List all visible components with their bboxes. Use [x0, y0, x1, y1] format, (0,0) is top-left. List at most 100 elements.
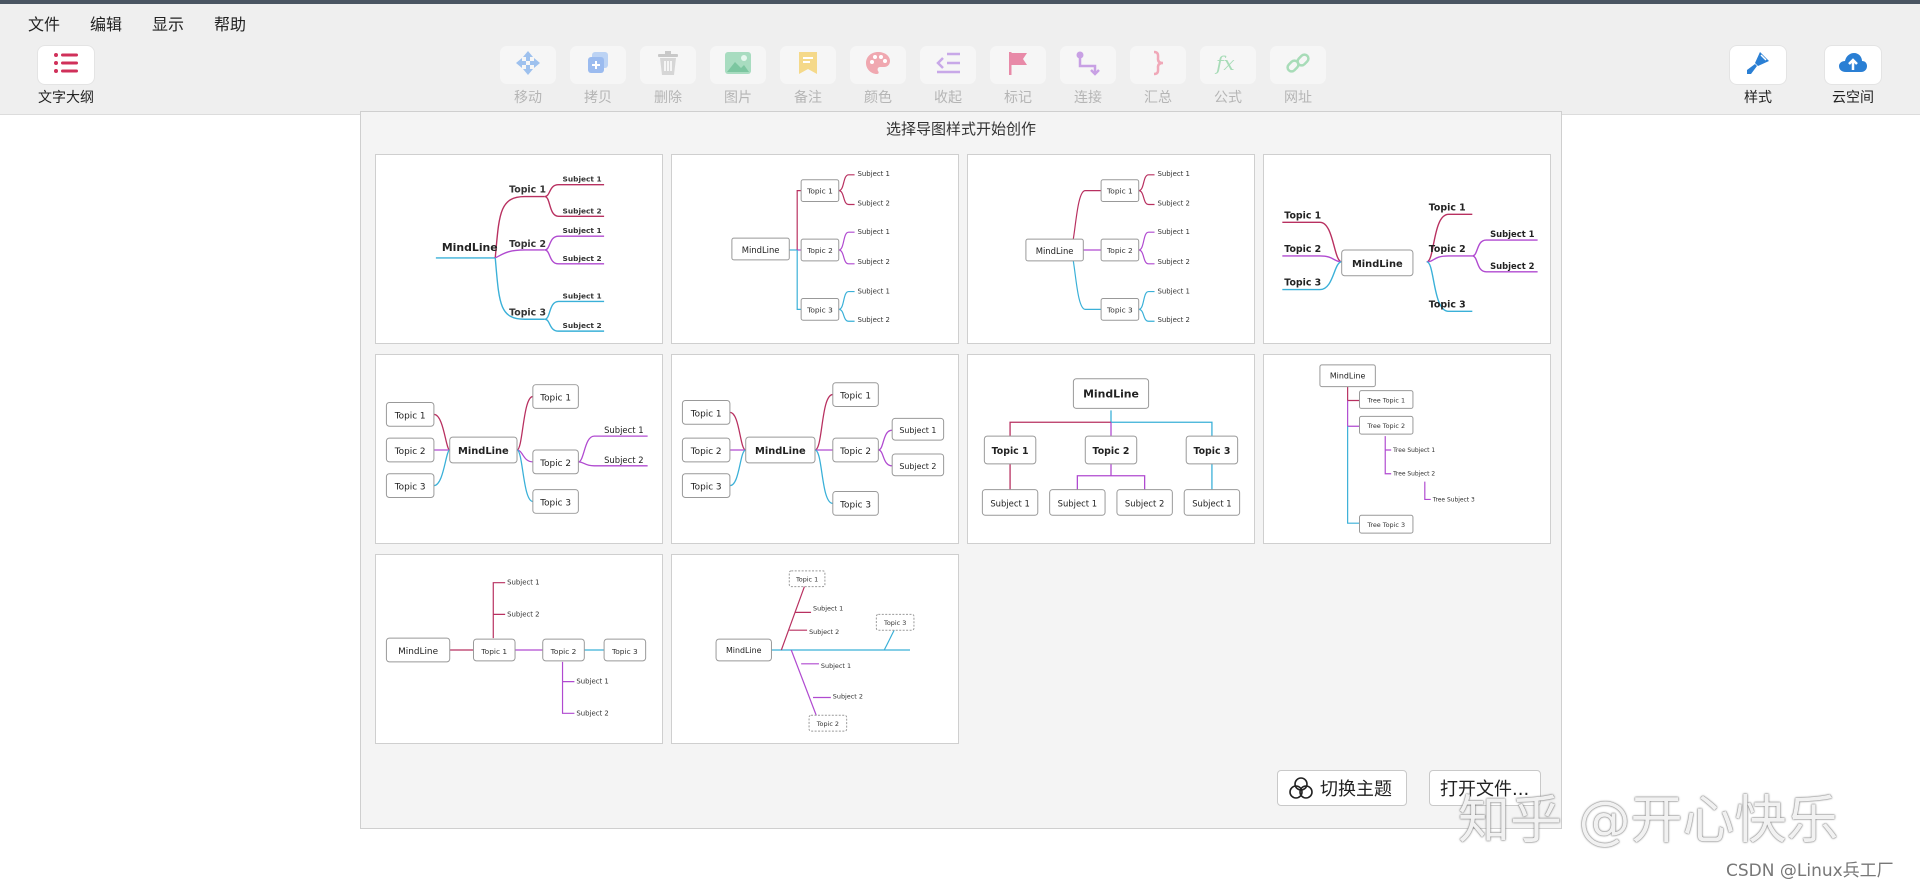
- copy-button[interactable]: 拷贝: [568, 46, 628, 107]
- topic-node: Topic 1: [539, 394, 571, 404]
- subject-node: Subject 2: [858, 258, 890, 266]
- move-button[interactable]: 移动: [498, 46, 558, 107]
- topic-node: Topic 1: [480, 647, 507, 656]
- template-card-2[interactable]: MindLine Topic 1 Topic 2 Topic 3 Subject…: [671, 154, 959, 344]
- subject-node: Subject 2: [563, 254, 602, 263]
- outline-button[interactable]: 文字大纲: [36, 46, 96, 107]
- theme-circles-icon: [1288, 776, 1314, 800]
- template-card-10[interactable]: MindLine Topic 1 Topic 3 Topic 2 Subject…: [671, 554, 959, 744]
- topic-node: Topic 2: [816, 720, 839, 728]
- link-label: 连接: [1074, 90, 1102, 106]
- link-button[interactable]: 连接: [1058, 46, 1118, 107]
- topic-node: Topic 3: [1106, 305, 1133, 314]
- trash-icon: [656, 50, 680, 80]
- switch-theme-label: 切换主题: [1320, 779, 1392, 800]
- style-label: 样式: [1744, 90, 1772, 106]
- paint-brush-icon: [1745, 50, 1771, 80]
- copy-label: 拷贝: [584, 90, 612, 106]
- subject-node: Subject 1: [604, 425, 643, 435]
- delete-button[interactable]: 删除: [638, 46, 698, 107]
- list-icon: [53, 52, 79, 78]
- flag-button[interactable]: 标记: [988, 46, 1048, 107]
- delete-label: 删除: [654, 90, 682, 106]
- collapse-label: 收起: [934, 90, 962, 106]
- menu-bar: 文件 编辑 显示 帮助: [0, 4, 1920, 40]
- image-label: 图片: [724, 90, 752, 106]
- cloud-button[interactable]: 云空间: [1823, 46, 1883, 107]
- copy-icon: [585, 50, 611, 80]
- open-file-label: 打开文件...: [1440, 779, 1530, 800]
- subject-node: Subject 1: [813, 604, 843, 612]
- topic-node: Topic 2: [806, 246, 833, 255]
- credit-watermark: CSDN @Linux兵工厂: [1726, 861, 1894, 881]
- outline-label: 文字大纲: [38, 90, 94, 106]
- style-button[interactable]: 样式: [1728, 46, 1788, 107]
- topic-node: Topic 2: [1093, 446, 1130, 457]
- subject-node: Subject 2: [833, 692, 863, 700]
- dialog-title: 选择导图样式开始创作: [885, 120, 1036, 138]
- topic-node: Topic 2: [1284, 244, 1321, 255]
- topic-node: Topic 1: [1429, 202, 1466, 213]
- topic-node: Topic 3: [394, 483, 426, 493]
- brace-icon: [1149, 50, 1167, 80]
- palette-icon: [865, 51, 891, 79]
- open-file-button[interactable]: 打开文件...: [1429, 770, 1541, 806]
- subject-node: Subject 2: [563, 206, 602, 215]
- summary-button[interactable]: 汇总: [1128, 46, 1188, 107]
- subject-node: Subject 1: [1058, 498, 1097, 508]
- topic-node: Topic 1: [1106, 187, 1133, 196]
- template-dialog: 选择导图样式开始创作 MindLine Topic 1 Topic 2 Topi…: [360, 111, 1562, 829]
- menu-help[interactable]: 帮助: [214, 15, 247, 34]
- image-button[interactable]: 图片: [708, 46, 768, 107]
- center-node: MindLine: [755, 446, 806, 457]
- subject-node: Subject 2: [1158, 258, 1190, 266]
- flag-icon: [1006, 50, 1030, 80]
- template-card-3[interactable]: MindLine Topic 1 Topic 2 Topic 3 Subject…: [967, 154, 1255, 344]
- center-node: MindLine: [726, 646, 762, 655]
- summary-label: 汇总: [1144, 90, 1172, 106]
- topic-node: Topic 3: [1429, 299, 1466, 310]
- window-top-edge: [0, 0, 1920, 4]
- image-icon: [724, 51, 752, 79]
- subject-node: Subject 2: [1125, 498, 1164, 508]
- switch-theme-button[interactable]: 切换主题: [1277, 770, 1407, 806]
- note-button[interactable]: 备注: [778, 46, 838, 107]
- template-card-1[interactable]: MindLine Topic 1 Topic 2 Topic 3 Subject…: [375, 154, 663, 344]
- menu-view[interactable]: 显示: [152, 15, 185, 34]
- tree-topic-node: Tree Topic 1: [1366, 396, 1405, 404]
- color-button[interactable]: 颜色: [848, 46, 908, 107]
- template-card-7[interactable]: MindLine Topic 1 Topic 2 Topic 3 Subject…: [967, 354, 1255, 544]
- subject-node: Subject 2: [858, 199, 890, 207]
- topic-node: Topic 3: [806, 305, 833, 314]
- subject-node: Subject 1: [990, 498, 1029, 508]
- url-button[interactable]: 网址: [1268, 46, 1328, 107]
- template-card-6[interactable]: MindLine Topic 1 Topic 2 Topic 3 Topic 1…: [671, 354, 959, 544]
- template-card-5[interactable]: MindLine Topic 1 Topic 2 Topic 3 Topic 1…: [375, 354, 663, 544]
- subject-node: Subject 2: [899, 462, 936, 471]
- subject-node: Subject 2: [1158, 199, 1190, 207]
- move-label: 移动: [514, 90, 542, 106]
- template-card-4[interactable]: MindLine Topic 1 Topic 2 Topic 3 Topic 1…: [1263, 154, 1551, 344]
- topic-node: Topic 3: [883, 619, 906, 627]
- tree-subject-node: Tree Subject 2: [1392, 471, 1435, 478]
- template-card-9[interactable]: MindLine Topic 1 Topic 2 Topic 3 Subject…: [375, 554, 663, 744]
- menu-edit[interactable]: 编辑: [90, 15, 123, 34]
- topic-node: Topic 3: [509, 307, 546, 318]
- formula-button[interactable]: fx 公式: [1198, 46, 1258, 107]
- collapse-button[interactable]: 收起: [918, 46, 978, 107]
- template-card-8[interactable]: MindLine Tree Topic 1 Tree Topic 2 Tree …: [1263, 354, 1551, 544]
- collapse-icon: [935, 52, 961, 78]
- tree-subject-node: Tree Subject 1: [1392, 447, 1435, 454]
- tree-topic-node: Tree Topic 3: [1366, 521, 1405, 529]
- watermark: 知乎 @开心快乐: [1458, 791, 1839, 851]
- chain-link-icon: [1285, 50, 1311, 80]
- menu-file[interactable]: 文件: [28, 15, 61, 34]
- subject-node: Subject 1: [563, 291, 602, 300]
- topic-node: Topic 1: [795, 576, 818, 584]
- topic-node: Topic 3: [839, 500, 871, 510]
- flag-label: 标记: [1004, 90, 1032, 106]
- topic-node: Topic 1: [509, 185, 546, 196]
- subject-node: Subject 2: [507, 610, 539, 618]
- center-node: MindLine: [458, 446, 509, 457]
- subject-node: Subject 2: [576, 709, 608, 717]
